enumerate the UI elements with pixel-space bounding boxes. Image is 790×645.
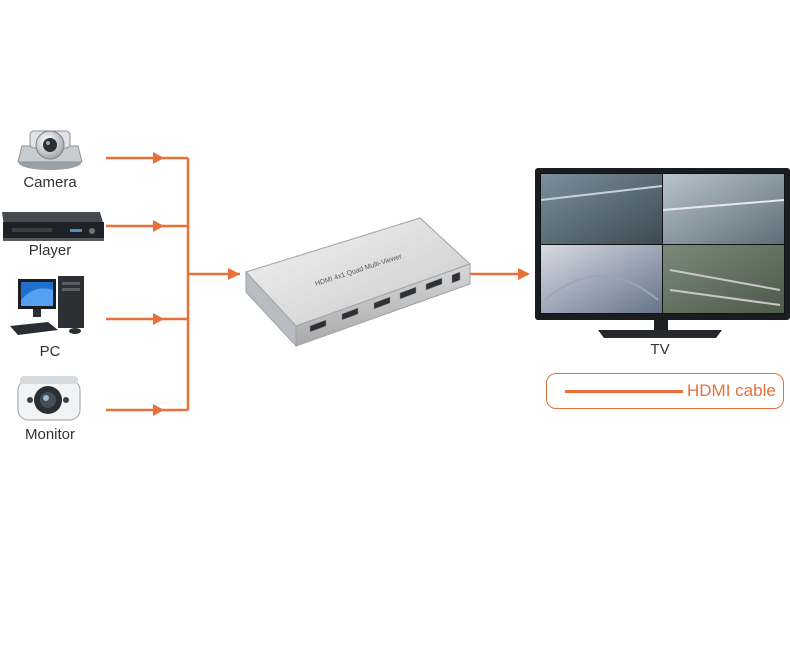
media-player-icon: [2, 212, 104, 241]
arrow-camera: [153, 152, 164, 164]
hdmi-multiviewer-icon: HDMI 4x1 Quad Multi-Viewer: [245, 217, 471, 348]
device-label-monitor: Monitor: [24, 426, 76, 443]
desktop-pc-icon: [10, 276, 84, 335]
arrow-pc: [153, 313, 164, 325]
hdmi-port-3: [373, 296, 391, 310]
hdmi-port-4: [399, 286, 417, 300]
tv-icon: [535, 168, 790, 338]
cable-arrows: [153, 152, 530, 416]
hdmi-port-2: [341, 307, 359, 321]
arrow-monitor: [153, 404, 164, 416]
legend-box: HDMI cable: [546, 373, 784, 409]
tv-label: TV: [650, 341, 670, 358]
device-label-camera: Camera: [23, 174, 77, 191]
security-camera-icon: [17, 376, 81, 421]
legend-cable-sample: [565, 390, 683, 393]
tv-screen-quad: [540, 174, 785, 313]
arrow-player: [153, 220, 164, 232]
legend-label: HDMI cable: [687, 381, 776, 400]
hdmi-port-out: [425, 277, 443, 291]
arrow-tv: [518, 268, 530, 280]
hdmi-port-1: [309, 319, 327, 333]
hdmi-ports: [309, 271, 461, 333]
arrow-switcher: [228, 268, 240, 280]
device-label-pc: PC: [39, 343, 61, 360]
device-label-player: Player: [28, 242, 72, 259]
ptz-camera-icon: [17, 130, 83, 170]
hdmi-cables: [106, 156, 528, 412]
power-jack: [451, 271, 461, 284]
